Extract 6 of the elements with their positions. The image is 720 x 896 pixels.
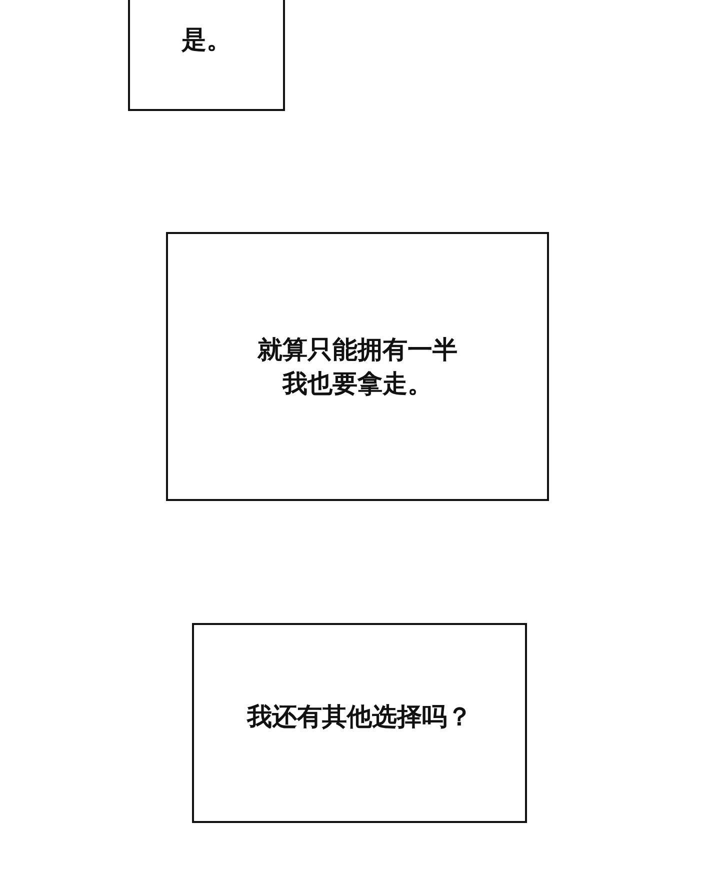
speech-text: 就算只能拥有一半我也要拿走。 xyxy=(256,334,458,400)
comic-panel xyxy=(128,0,285,111)
speech-text: 是。 xyxy=(182,24,232,56)
comic-panel xyxy=(192,623,527,823)
speech-text: 我还有其他选择吗？ xyxy=(247,701,472,734)
comic-panel xyxy=(166,232,549,501)
